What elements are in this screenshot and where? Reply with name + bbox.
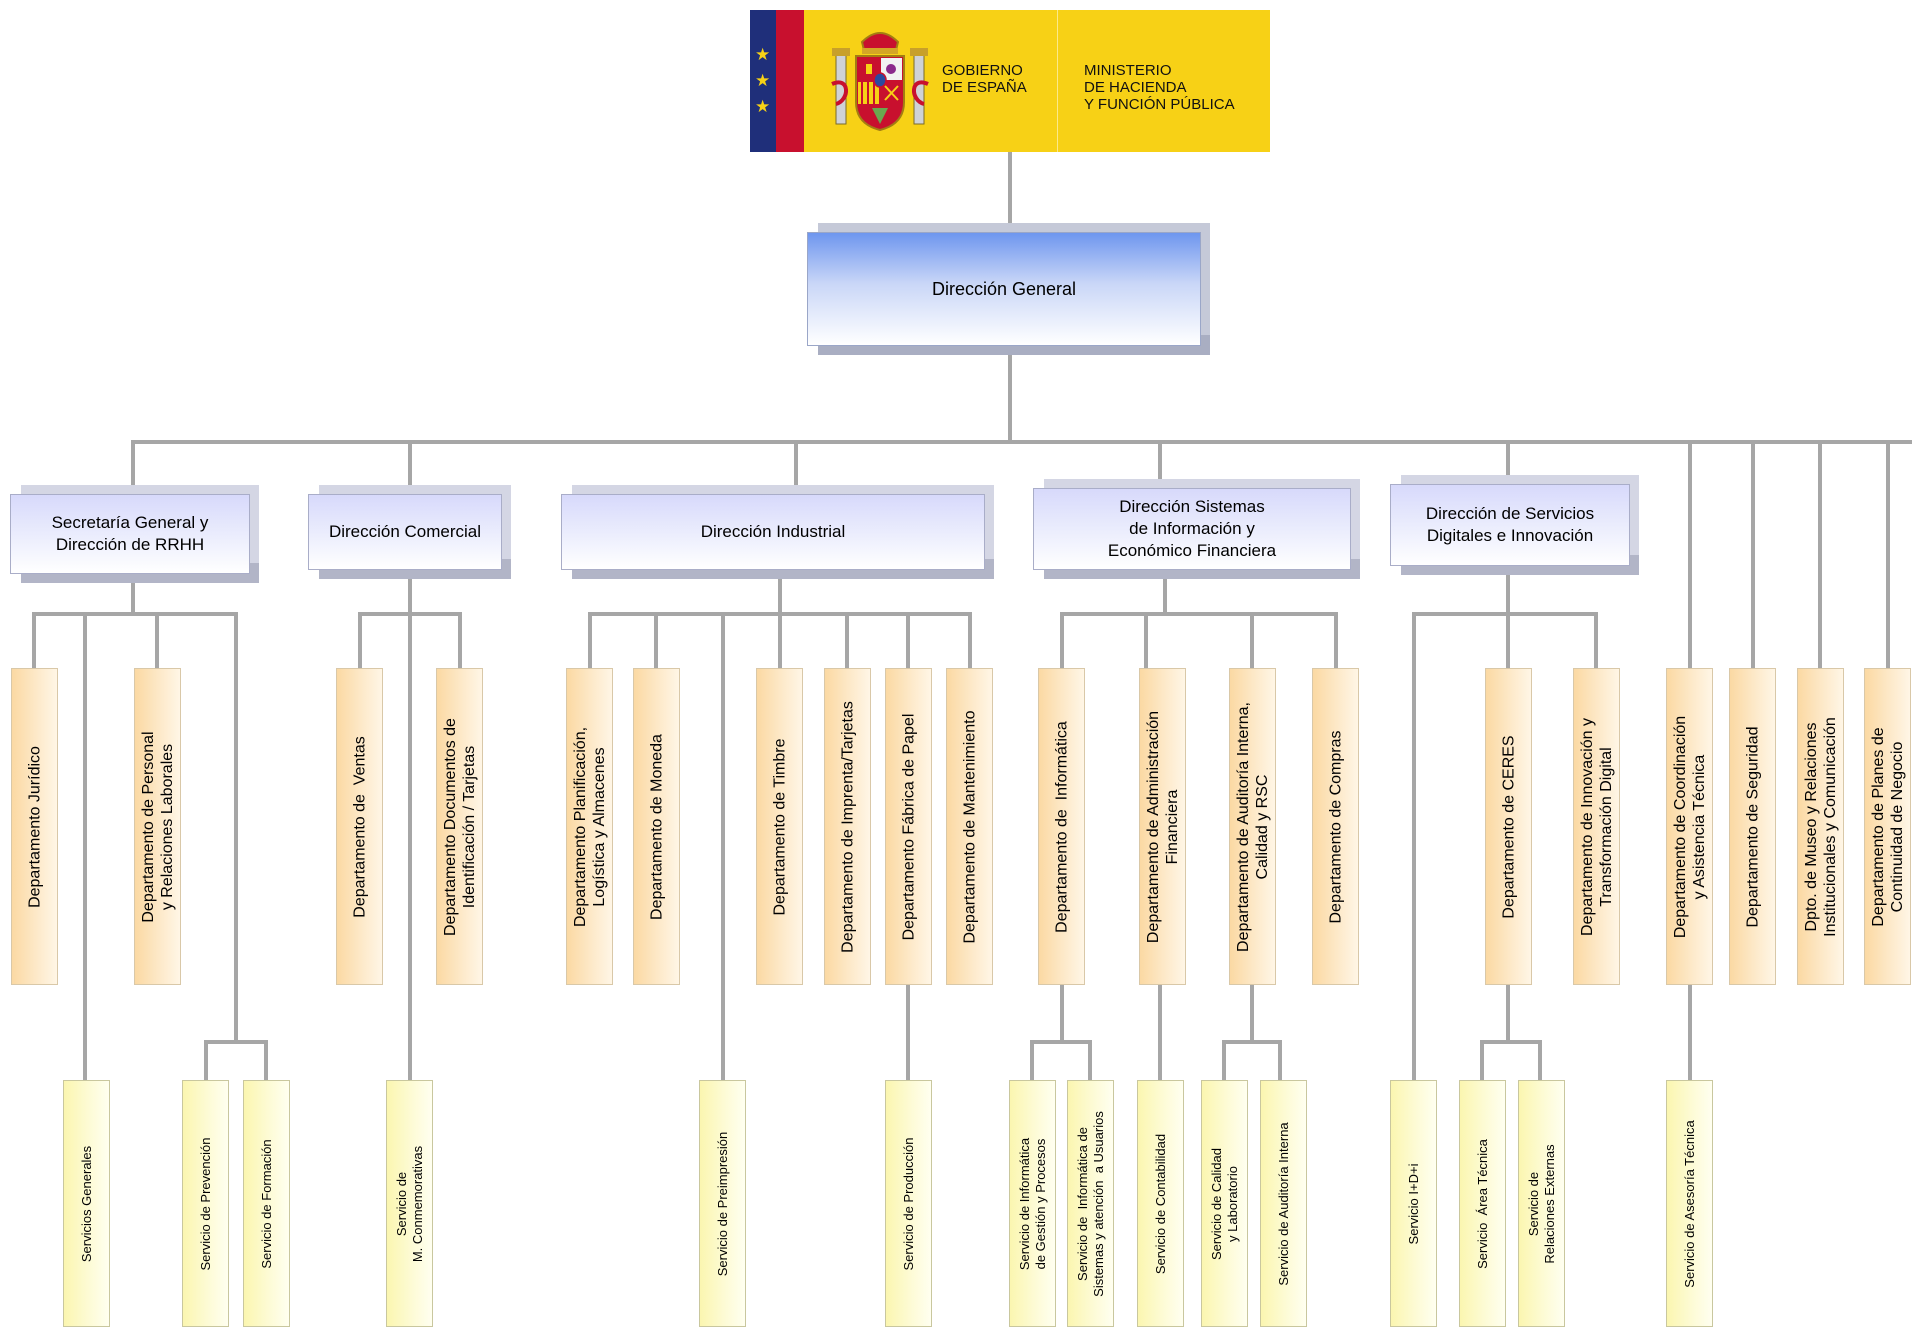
node-departamento[interactable]: Departamento de Planes de Continuidad de… <box>1864 668 1911 985</box>
node-label: Dpto. de Museo y Relaciones Instituciona… <box>1802 716 1839 937</box>
node-servicio[interactable]: Servicio de Preimpresión <box>699 1080 746 1327</box>
coat-of-arms-icon <box>831 32 929 132</box>
node-label: Departamento de Compras <box>1327 730 1344 923</box>
node-label: Departamento de Innovación y Transformac… <box>1578 717 1615 936</box>
node-servicio[interactable]: Servicio de Relaciones Externas <box>1518 1080 1565 1327</box>
node-departamento[interactable]: Departamento de Moneda <box>633 668 680 985</box>
node-label: Servicio de Informática de Sistemas y at… <box>1074 1110 1106 1297</box>
node-departamento[interactable]: Departamento de Auditoría Interna, Calid… <box>1229 668 1276 985</box>
node-servicio[interactable]: Servicio de Informática de Gestión y Pro… <box>1009 1080 1056 1327</box>
government-header: ★ ★ ★ GOBIERNO DE ESPAÑA MINISTERIO DE H… <box>750 10 1270 152</box>
node-servicio[interactable]: Servicio de Formación <box>243 1080 290 1327</box>
node-label: Departamento de Timbre <box>771 738 788 915</box>
node-label: Servicio I+D+i <box>1405 1163 1421 1244</box>
node-servicio[interactable]: Servicio de Prevención <box>182 1080 229 1327</box>
node-departamento[interactable]: Departamento Jurídico <box>11 668 58 985</box>
node-servicio[interactable]: Servicio I+D+i <box>1390 1080 1437 1327</box>
node-label: Departamento de Planes de Continuidad de… <box>1869 726 1906 927</box>
node-departamento[interactable]: Departamento de CERES <box>1485 668 1532 985</box>
node-label: Departamento de Mantenimiento <box>961 709 978 944</box>
government-name: GOBIERNO DE ESPAÑA <box>942 62 1027 96</box>
star-icon: ★ <box>755 45 771 64</box>
node-label: Servicios Generales <box>78 1145 94 1262</box>
node-servicio[interactable]: Servicio de Asesoría Técnica <box>1666 1080 1713 1327</box>
node-label: Servicio de Auditoría Interna <box>1275 1121 1291 1286</box>
node-label: Departamento Fábrica de Papel <box>900 713 917 940</box>
node-direccion-sistemas[interactable]: Dirección Sistemas de Información y Econ… <box>1033 488 1351 570</box>
star-icon: ★ <box>755 97 771 116</box>
node-departamento[interactable]: Departamento de Informática <box>1038 668 1085 985</box>
node-label: Servicio de Calidad y Laboratorio <box>1208 1147 1240 1260</box>
node-direccion-industrial[interactable]: Dirección Industrial <box>561 494 985 570</box>
node-label: Servicio de Formación <box>258 1138 274 1269</box>
node-departamento[interactable]: Departamento de Coordinación y Asistenci… <box>1666 668 1713 985</box>
node-departamento[interactable]: Departamento de Innovación y Transformac… <box>1573 668 1620 985</box>
node-label: Servicio de Asesoría Técnica <box>1681 1119 1697 1288</box>
node-departamento[interactable]: Departamento de Administración Financier… <box>1139 668 1186 985</box>
node-label: Departamento de Personal y Relaciones La… <box>139 730 176 923</box>
spain-flag-stripe <box>776 10 804 152</box>
node-label: Departamento de CERES <box>1500 734 1517 919</box>
node-departamento[interactable]: Departamento de Ventas <box>336 668 383 985</box>
node-label: Departamento de Moneda <box>648 733 665 920</box>
node-departamento[interactable]: Departamento de Imprenta/Tarjetas <box>824 668 871 985</box>
node-label: Servicio de Producción <box>900 1137 916 1270</box>
star-icon: ★ <box>755 71 771 90</box>
node-label: Servicio de Prevención <box>197 1137 213 1270</box>
node-servicio[interactable]: Servicios Generales <box>63 1080 110 1327</box>
node-label: Servicio Área Técnica <box>1474 1138 1490 1269</box>
node-departamento[interactable]: Departamento de Mantenimiento <box>946 668 993 985</box>
node-label: Servicio de Contabilidad <box>1152 1133 1168 1274</box>
node-direccion-general[interactable]: Dirección General <box>807 232 1201 346</box>
node-label: Departamento de Ventas <box>351 735 368 918</box>
node-servicio[interactable]: Servicio de M. Conmemorativas <box>386 1080 433 1327</box>
node-secretaria-general[interactable]: Secretaría General y Dirección de RRHH <box>10 494 250 574</box>
node-servicio[interactable]: Servicio de Producción <box>885 1080 932 1327</box>
node-servicio[interactable]: Servicio de Informática de Sistemas y at… <box>1067 1080 1114 1327</box>
node-departamento[interactable]: Departamento Planificación, Logística y … <box>566 668 613 985</box>
node-departamento[interactable]: Departamento Fábrica de Papel <box>885 668 932 985</box>
ministry-name: MINISTERIO DE HACIENDA Y FUNCIÓN PÚBLICA <box>1084 62 1235 113</box>
node-label: Departamento de Imprenta/Tarjetas <box>839 700 856 953</box>
node-servicio[interactable]: Servicio de Contabilidad <box>1137 1080 1184 1327</box>
node-direccion-comercial[interactable]: Dirección Comercial <box>308 494 502 570</box>
node-departamento[interactable]: Departamento de Personal y Relaciones La… <box>134 668 181 985</box>
node-departamento[interactable]: Departamento de Seguridad <box>1729 668 1776 985</box>
node-departamento[interactable]: Departamento de Timbre <box>756 668 803 985</box>
node-label: Departamento de Seguridad <box>1744 725 1761 928</box>
node-direccion-servicios-digitales[interactable]: Dirección de Servicios Digitales e Innov… <box>1390 484 1630 566</box>
node-label: Servicio de Preimpresión <box>714 1131 730 1276</box>
node-label: Departamento de Informática <box>1053 720 1070 933</box>
node-label: Servicio de Informática de Gestión y Pro… <box>1016 1137 1048 1270</box>
node-departamento[interactable]: Departamento de Compras <box>1312 668 1359 985</box>
node-label: Departamento Jurídico <box>26 745 43 908</box>
node-label: Departamento de Administración Financier… <box>1144 710 1181 943</box>
node-departamento[interactable]: Departamento Documentos de Identificació… <box>436 668 483 985</box>
node-label: Departamento de Auditoría Interna, Calid… <box>1234 701 1271 952</box>
header-divider <box>1057 10 1058 152</box>
node-label: Servicio de Relaciones Externas <box>1525 1143 1557 1264</box>
node-label: Departamento Planificación, Logística y … <box>571 726 608 927</box>
node-servicio[interactable]: Servicio Área Técnica <box>1459 1080 1506 1327</box>
eu-flag-stripe: ★ ★ ★ <box>750 10 776 152</box>
node-label: Departamento Documentos de Identificació… <box>441 717 478 936</box>
node-servicio[interactable]: Servicio de Auditoría Interna <box>1260 1080 1307 1327</box>
node-servicio[interactable]: Servicio de Calidad y Laboratorio <box>1201 1080 1248 1327</box>
node-label: Servicio de M. Conmemorativas <box>393 1145 425 1262</box>
node-label: Departamento de Coordinación y Asistenci… <box>1671 715 1708 938</box>
node-departamento[interactable]: Dpto. de Museo y Relaciones Instituciona… <box>1797 668 1844 985</box>
